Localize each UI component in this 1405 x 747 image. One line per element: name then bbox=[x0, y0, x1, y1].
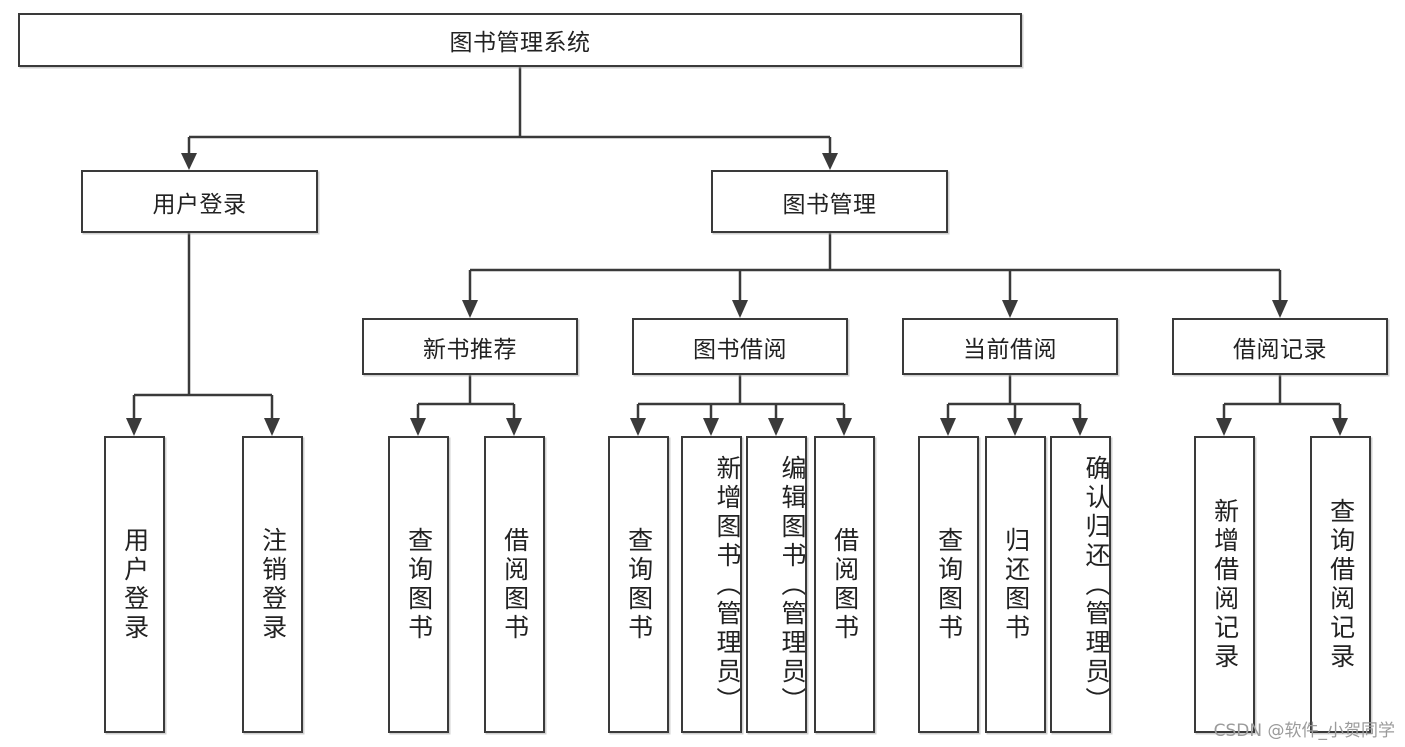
node-leaf-return-book[interactable]: 归还图书 bbox=[985, 436, 1046, 733]
node-label: 查询图书 bbox=[934, 526, 964, 643]
node-leaf-add-borrow-record[interactable]: 新增借阅记录 bbox=[1194, 436, 1255, 733]
node-label: 用户登录 bbox=[152, 191, 247, 218]
node-label: 用户登录 bbox=[120, 526, 150, 643]
node-borrow-record[interactable]: 借阅记录 bbox=[1172, 318, 1388, 375]
node-leaf-query-book-recommend[interactable]: 查询图书 bbox=[388, 436, 449, 733]
node-new-book-recommend[interactable]: 新书推荐 bbox=[362, 318, 578, 375]
node-user-login[interactable]: 用户登录 bbox=[81, 170, 318, 233]
node-leaf-query-book-borrow[interactable]: 查询图书 bbox=[608, 436, 669, 733]
node-label: 编辑图书（管理员） bbox=[778, 455, 805, 716]
node-leaf-confirm-return-admin[interactable]: 确认归还（管理员） bbox=[1050, 436, 1111, 733]
node-label: 当前借阅 bbox=[963, 336, 1057, 363]
node-label: 新书推荐 bbox=[423, 336, 517, 363]
node-leaf-user-login[interactable]: 用户登录 bbox=[104, 436, 165, 733]
node-label: 归还图书 bbox=[1001, 526, 1031, 643]
node-leaf-edit-book-admin[interactable]: 编辑图书（管理员） bbox=[746, 436, 807, 733]
node-label: 借阅图书 bbox=[500, 526, 530, 643]
node-leaf-logout[interactable]: 注销登录 bbox=[242, 436, 303, 733]
node-root-book-management-system[interactable]: 图书管理系统 bbox=[18, 13, 1022, 67]
node-label: 查询图书 bbox=[624, 526, 654, 643]
node-leaf-borrow-book[interactable]: 借阅图书 bbox=[814, 436, 875, 733]
node-current-borrow[interactable]: 当前借阅 bbox=[902, 318, 1118, 375]
node-label: 借阅图书 bbox=[830, 526, 860, 643]
node-leaf-query-book-current[interactable]: 查询图书 bbox=[918, 436, 979, 733]
node-label: 查询借阅记录 bbox=[1326, 497, 1356, 672]
node-book-borrow[interactable]: 图书借阅 bbox=[632, 318, 848, 375]
node-label: 新增图书（管理员） bbox=[713, 455, 740, 716]
node-label: 新增借阅记录 bbox=[1210, 497, 1240, 672]
node-label: 注销登录 bbox=[258, 526, 288, 643]
node-book-management[interactable]: 图书管理 bbox=[711, 170, 948, 233]
node-label: 图书管理 bbox=[782, 191, 877, 218]
node-leaf-borrow-book-recommend[interactable]: 借阅图书 bbox=[484, 436, 545, 733]
node-label: 确认归还（管理员） bbox=[1082, 455, 1109, 716]
node-leaf-add-book-admin[interactable]: 新增图书（管理员） bbox=[681, 436, 742, 733]
node-label: 图书借阅 bbox=[693, 336, 787, 363]
node-leaf-query-borrow-record[interactable]: 查询借阅记录 bbox=[1310, 436, 1371, 733]
node-label: 查询图书 bbox=[404, 526, 434, 643]
node-label: 借阅记录 bbox=[1233, 336, 1327, 363]
node-label: 图书管理系统 bbox=[449, 30, 591, 56]
